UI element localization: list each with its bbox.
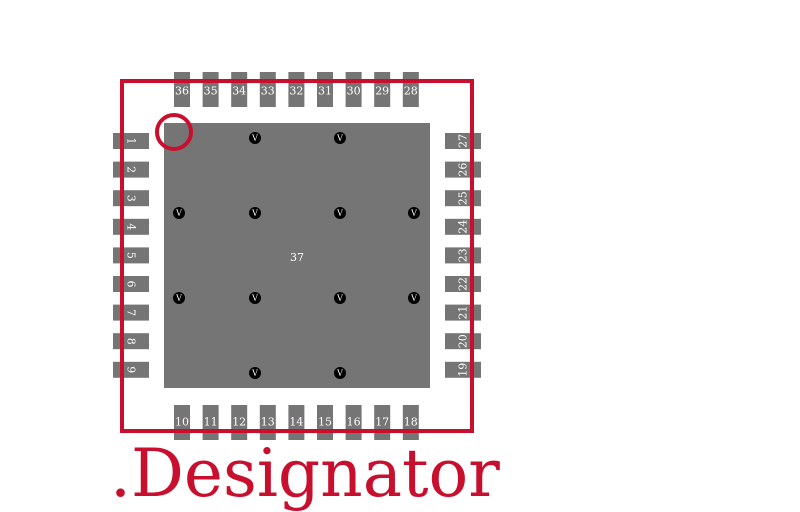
pin-label: 1 — [125, 138, 138, 145]
pin-label: 4 — [125, 223, 138, 230]
via-label: V — [252, 133, 259, 143]
via-label: V — [411, 293, 418, 303]
thermal-via — [334, 367, 346, 379]
thermal-via — [173, 207, 185, 219]
via-label: V — [176, 293, 183, 303]
pin-label: 34 — [232, 85, 246, 98]
pin-label: 33 — [261, 85, 275, 98]
pin-label: 14 — [289, 416, 303, 429]
pin-label: 32 — [289, 85, 303, 98]
pin-label: 28 — [404, 85, 418, 98]
via-label: V — [337, 208, 344, 218]
designator-label: .Designator — [110, 435, 500, 512]
pin-label: 15 — [318, 416, 332, 429]
pin-label: 24 — [457, 220, 470, 234]
pin-label: 30 — [347, 85, 361, 98]
thermal-via — [249, 367, 261, 379]
pin-label: 7 — [125, 309, 138, 316]
via-label: V — [337, 368, 344, 378]
thermal-via — [173, 292, 185, 304]
pin-label: 5 — [125, 252, 138, 259]
thermal-pad-label: 37 — [290, 251, 304, 264]
pin-label: 36 — [175, 85, 189, 98]
pin-label: 11 — [204, 416, 218, 429]
thermal-via — [249, 207, 261, 219]
pin-label: 6 — [125, 281, 138, 288]
pin-label: 16 — [347, 416, 361, 429]
pin-label: 20 — [457, 334, 470, 348]
pin-label: 35 — [204, 85, 218, 98]
via-label: V — [176, 208, 183, 218]
pin-label: 9 — [125, 366, 138, 373]
via-label: V — [337, 293, 344, 303]
pin-label: 31 — [318, 85, 332, 98]
thermal-via — [334, 292, 346, 304]
via-label: V — [252, 368, 259, 378]
thermal-pad — [164, 123, 430, 388]
pin-label: 18 — [404, 416, 418, 429]
thermal-via — [334, 207, 346, 219]
pin-label: 27 — [457, 134, 470, 148]
pin-label: 25 — [457, 191, 470, 205]
pin-label: 13 — [261, 416, 275, 429]
pin-label: 29 — [375, 85, 389, 98]
pin-label: 2 — [125, 166, 138, 173]
thermal-via — [249, 132, 261, 144]
courtyard-outline — [120, 79, 474, 433]
pin-label: 26 — [457, 163, 470, 177]
pin1-marker — [155, 113, 193, 151]
thermal-via — [408, 207, 420, 219]
thermal-via — [334, 132, 346, 144]
thermal-via — [249, 292, 261, 304]
pin-label: 8 — [125, 338, 138, 345]
pin-label: 19 — [457, 363, 470, 377]
pin-label: 10 — [175, 416, 189, 429]
via-label: V — [337, 133, 344, 143]
via-label: V — [252, 208, 259, 218]
pin-label: 22 — [457, 277, 470, 291]
via-label: V — [252, 293, 259, 303]
pin-label: 21 — [457, 306, 470, 320]
pin-label: 3 — [125, 195, 138, 202]
pin-label: 17 — [375, 416, 389, 429]
via-label: V — [411, 208, 418, 218]
pin-label: 12 — [232, 416, 246, 429]
thermal-via — [408, 292, 420, 304]
pin-label: 23 — [457, 248, 470, 262]
